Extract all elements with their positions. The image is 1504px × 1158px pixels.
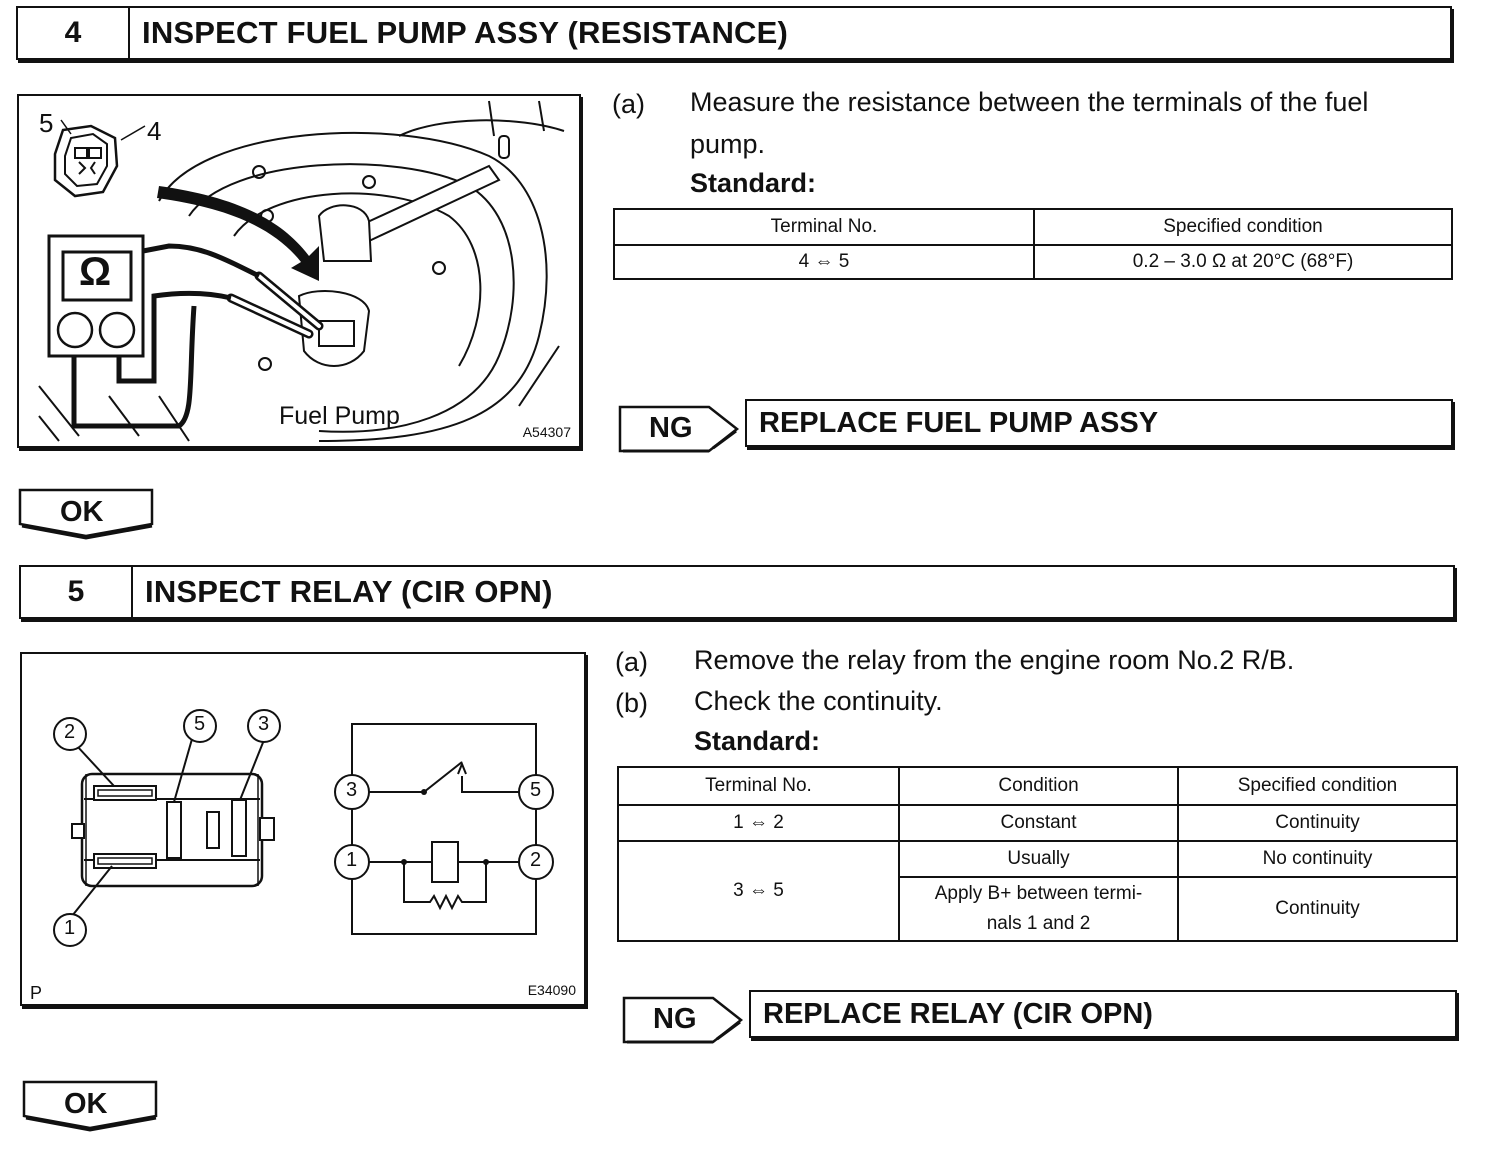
pin-label-3: 3 (258, 713, 270, 735)
circuit-label-2: 2 (530, 849, 542, 871)
fuel-pump-spec-table: Terminal No. Specified condition 4 ⇔ 5 0… (613, 208, 1453, 280)
fuel-pump-label: Fuel Pump (279, 402, 400, 430)
circuit-label-3: 3 (346, 779, 358, 801)
table-cell: 3 ⇔ 5 (617, 840, 900, 942)
table-cell: 4 ⇔ 5 (613, 244, 1035, 280)
step-4-title: INSPECT FUEL PUMP ASSY (RESISTANCE) (142, 15, 789, 50)
connector-label-5: 5 (39, 108, 54, 138)
ng-action-box: REPLACE RELAY (CIR OPN) (749, 990, 1457, 1038)
standard-label: Standard: (694, 726, 821, 756)
ng-indicator: NG (617, 404, 741, 454)
table-cell: 0.2 – 3.0 Ω at 20°C (68°F) (1033, 244, 1453, 280)
ng-arrow-shape (622, 996, 744, 1044)
table-header: Terminal No. (617, 766, 900, 806)
pin-label-5: 5 (194, 713, 206, 735)
table-header: Specified condition (1033, 208, 1453, 246)
instruction-text-a-line2: pump. (690, 129, 766, 159)
step-4-header: 4 INSPECT FUEL PUMP ASSY (RESISTANCE) (16, 6, 1452, 60)
table-cell: 1 ⇔ 2 (617, 804, 900, 842)
step-5-number: 5 (21, 567, 133, 617)
table-header: Terminal No. (613, 208, 1035, 246)
ok-label: OK (64, 1088, 108, 1120)
ok-arrow-shape (22, 1080, 158, 1132)
ng-label: NG (649, 412, 693, 444)
ok-arrow-shape (18, 488, 154, 540)
pin-label-2: 2 (64, 721, 76, 743)
connector-label-4: 4 (147, 116, 162, 146)
table-cell: Usually (898, 840, 1179, 878)
table-cell: Continuity (1177, 876, 1458, 942)
ng-action-box: REPLACE FUEL PUMP ASSY (745, 399, 1453, 447)
figure-code: E34090 (527, 982, 576, 998)
instruction-text-a: Remove the relay from the engine room No… (694, 645, 1295, 675)
condition-line-2: nals 1 and 2 (986, 913, 1091, 934)
step-5-header: 5 INSPECT RELAY (CIR OPN) (19, 565, 1455, 619)
relay-spec-table: Terminal No. Condition Specified conditi… (617, 766, 1458, 942)
circuit-label-5: 5 (530, 779, 542, 801)
condition-line-1: Apply B+ between termi- (934, 883, 1143, 904)
table-cell: Continuity (1177, 804, 1458, 842)
instruction-marker-a: (a) (612, 89, 645, 119)
relay-illustration (53, 709, 554, 947)
relay-figure: 2 5 3 1 3 5 1 2 P E34090 (20, 652, 586, 1006)
step-5-title: INSPECT RELAY (CIR OPN) (145, 574, 553, 609)
fuel-pump-figure: 5 4 Ω Fuel Pump A54307 (17, 94, 581, 448)
fuel-pump-illustration (38, 100, 565, 442)
ng-label: NG (653, 1003, 697, 1035)
ok-indicator: OK (18, 488, 156, 540)
instruction-text-a-line1: Measure the resistance between the termi… (690, 87, 1369, 117)
standard-label: Standard: (690, 168, 817, 198)
step-4-number: 4 (18, 8, 130, 58)
ok-indicator: OK (22, 1080, 160, 1132)
pin-label-1: 1 (64, 917, 76, 939)
instruction-marker-b: (b) (615, 688, 648, 718)
corner-mark: P (30, 983, 43, 1003)
figure-code: A54307 (522, 424, 571, 440)
ng-arrow-shape (618, 405, 740, 453)
instruction-text-b: Check the continuity. (694, 686, 943, 716)
table-header: Specified condition (1177, 766, 1458, 806)
table-cell: Constant (898, 804, 1179, 842)
ohm-symbol: Ω (79, 250, 112, 294)
circuit-label-1: 1 (346, 849, 358, 871)
instruction-marker-a: (a) (615, 647, 648, 677)
table-header: Condition (898, 766, 1179, 806)
ng-indicator: NG (621, 995, 745, 1045)
ok-label: OK (60, 496, 104, 528)
table-cell: Apply B+ between termi- nals 1 and 2 (898, 876, 1179, 942)
table-cell: No continuity (1177, 840, 1458, 878)
